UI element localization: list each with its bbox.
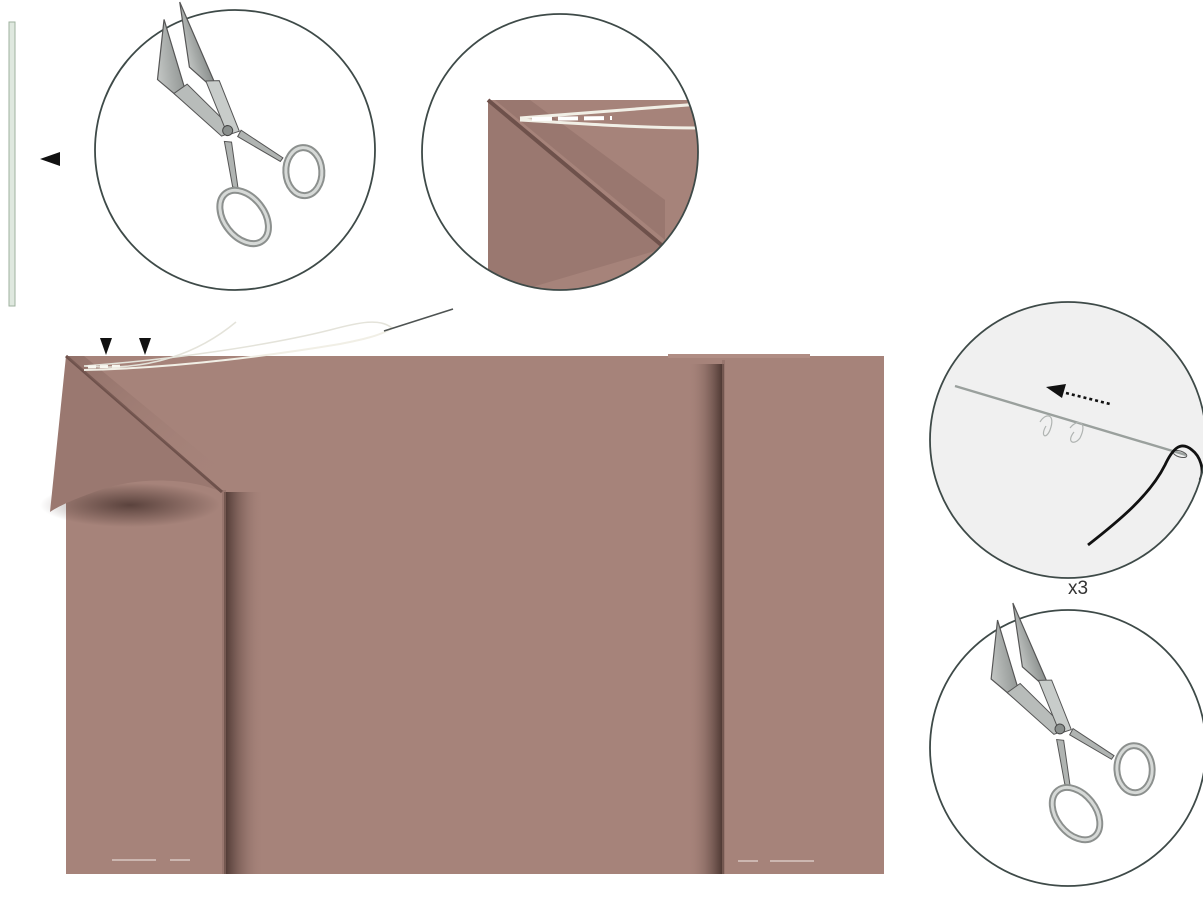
fabric-panel	[40, 354, 884, 874]
arrow-icon	[100, 338, 112, 355]
arrow-icon	[40, 152, 60, 166]
detail-circle-fabric-corner	[422, 14, 708, 300]
arrow-icon	[139, 338, 151, 355]
repeat-count-label: x3	[1053, 578, 1103, 600]
detail-circle-scissors-top	[95, 0, 375, 290]
detail-circle-needle-knot	[930, 302, 1203, 578]
detail-circle-scissors-bottom	[930, 577, 1203, 886]
needle-icon	[384, 309, 453, 331]
ruler-icon	[9, 22, 15, 306]
